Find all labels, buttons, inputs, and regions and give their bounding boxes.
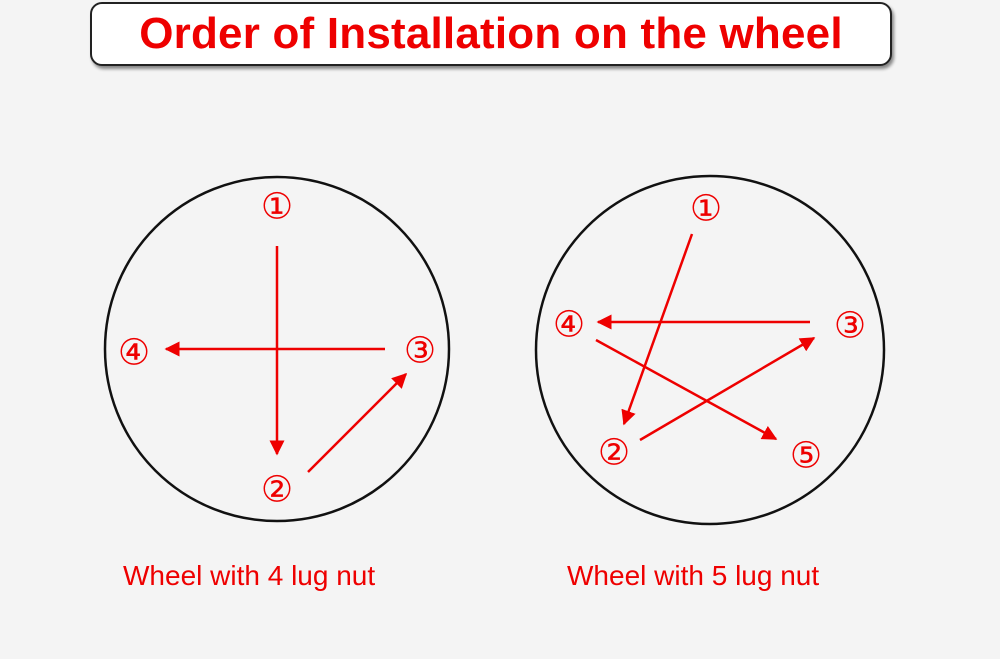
wheel-5-nut-2: ② <box>598 433 630 474</box>
wheel-4-arrow-2-to-3 <box>307 372 408 473</box>
page-title: Order of Installation on the wheel <box>139 9 843 58</box>
wheel-5-outline <box>534 174 886 526</box>
wheel-4-nut-1: ① <box>261 187 293 228</box>
wheel-4-caption: Wheel with 4 lug nut <box>123 560 376 591</box>
wheel-4-nut-3: ③ <box>404 331 436 372</box>
wheel-4-nut-2: ② <box>261 470 293 511</box>
wheel-4-lug: ① ② ③ ④ <box>103 175 451 523</box>
title-banner: Order of Installation on the wheel <box>90 2 892 66</box>
wheel-5-nut-1: ① <box>690 189 722 230</box>
wheel-5-nut-5: ⑤ <box>790 436 822 477</box>
wheel-4-outline <box>103 175 451 523</box>
wheel-5-nut-4: ④ <box>553 305 585 346</box>
wheel-4-nut-4: ④ <box>118 333 150 374</box>
wheel-5-arrow-2-to-3 <box>639 336 816 442</box>
wheel-5-arrow-1-to-2 <box>621 233 694 426</box>
wheel-5-lug: ① ② ③ ④ ⑤ <box>534 174 886 526</box>
wheel-5-caption: Wheel with 5 lug nut <box>567 560 820 591</box>
wheel-5-nut-3: ③ <box>834 306 866 347</box>
wheel-5-arrow-4-to-5 <box>595 338 778 441</box>
